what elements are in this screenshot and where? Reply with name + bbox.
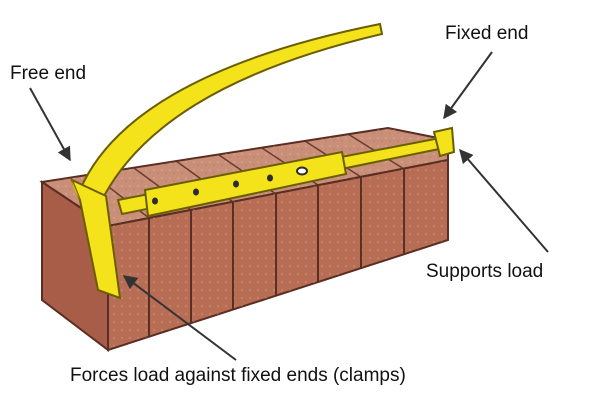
tongs-handle bbox=[78, 22, 384, 198]
callout-arrow-icon bbox=[122, 275, 237, 361]
brick-tongs-icon bbox=[70, 22, 456, 300]
brick-joints bbox=[148, 169, 405, 337]
tongs-fixed-end bbox=[432, 126, 456, 158]
callout-arrow-icon bbox=[443, 51, 493, 120]
callout-arrow-icon bbox=[459, 148, 549, 253]
label-free-end: Free end bbox=[10, 63, 87, 84]
label-forces-load: Forces load against fixed ends (clamps) bbox=[70, 365, 406, 386]
label-fixed-end: Fixed end bbox=[445, 23, 529, 44]
tongs-bar-plate bbox=[143, 150, 348, 218]
callout-arrow-icon bbox=[29, 87, 71, 162]
label-supports-load: Supports load bbox=[426, 261, 544, 282]
callout-arrows bbox=[29, 51, 549, 361]
tongs-adjustment-holes bbox=[152, 166, 308, 205]
